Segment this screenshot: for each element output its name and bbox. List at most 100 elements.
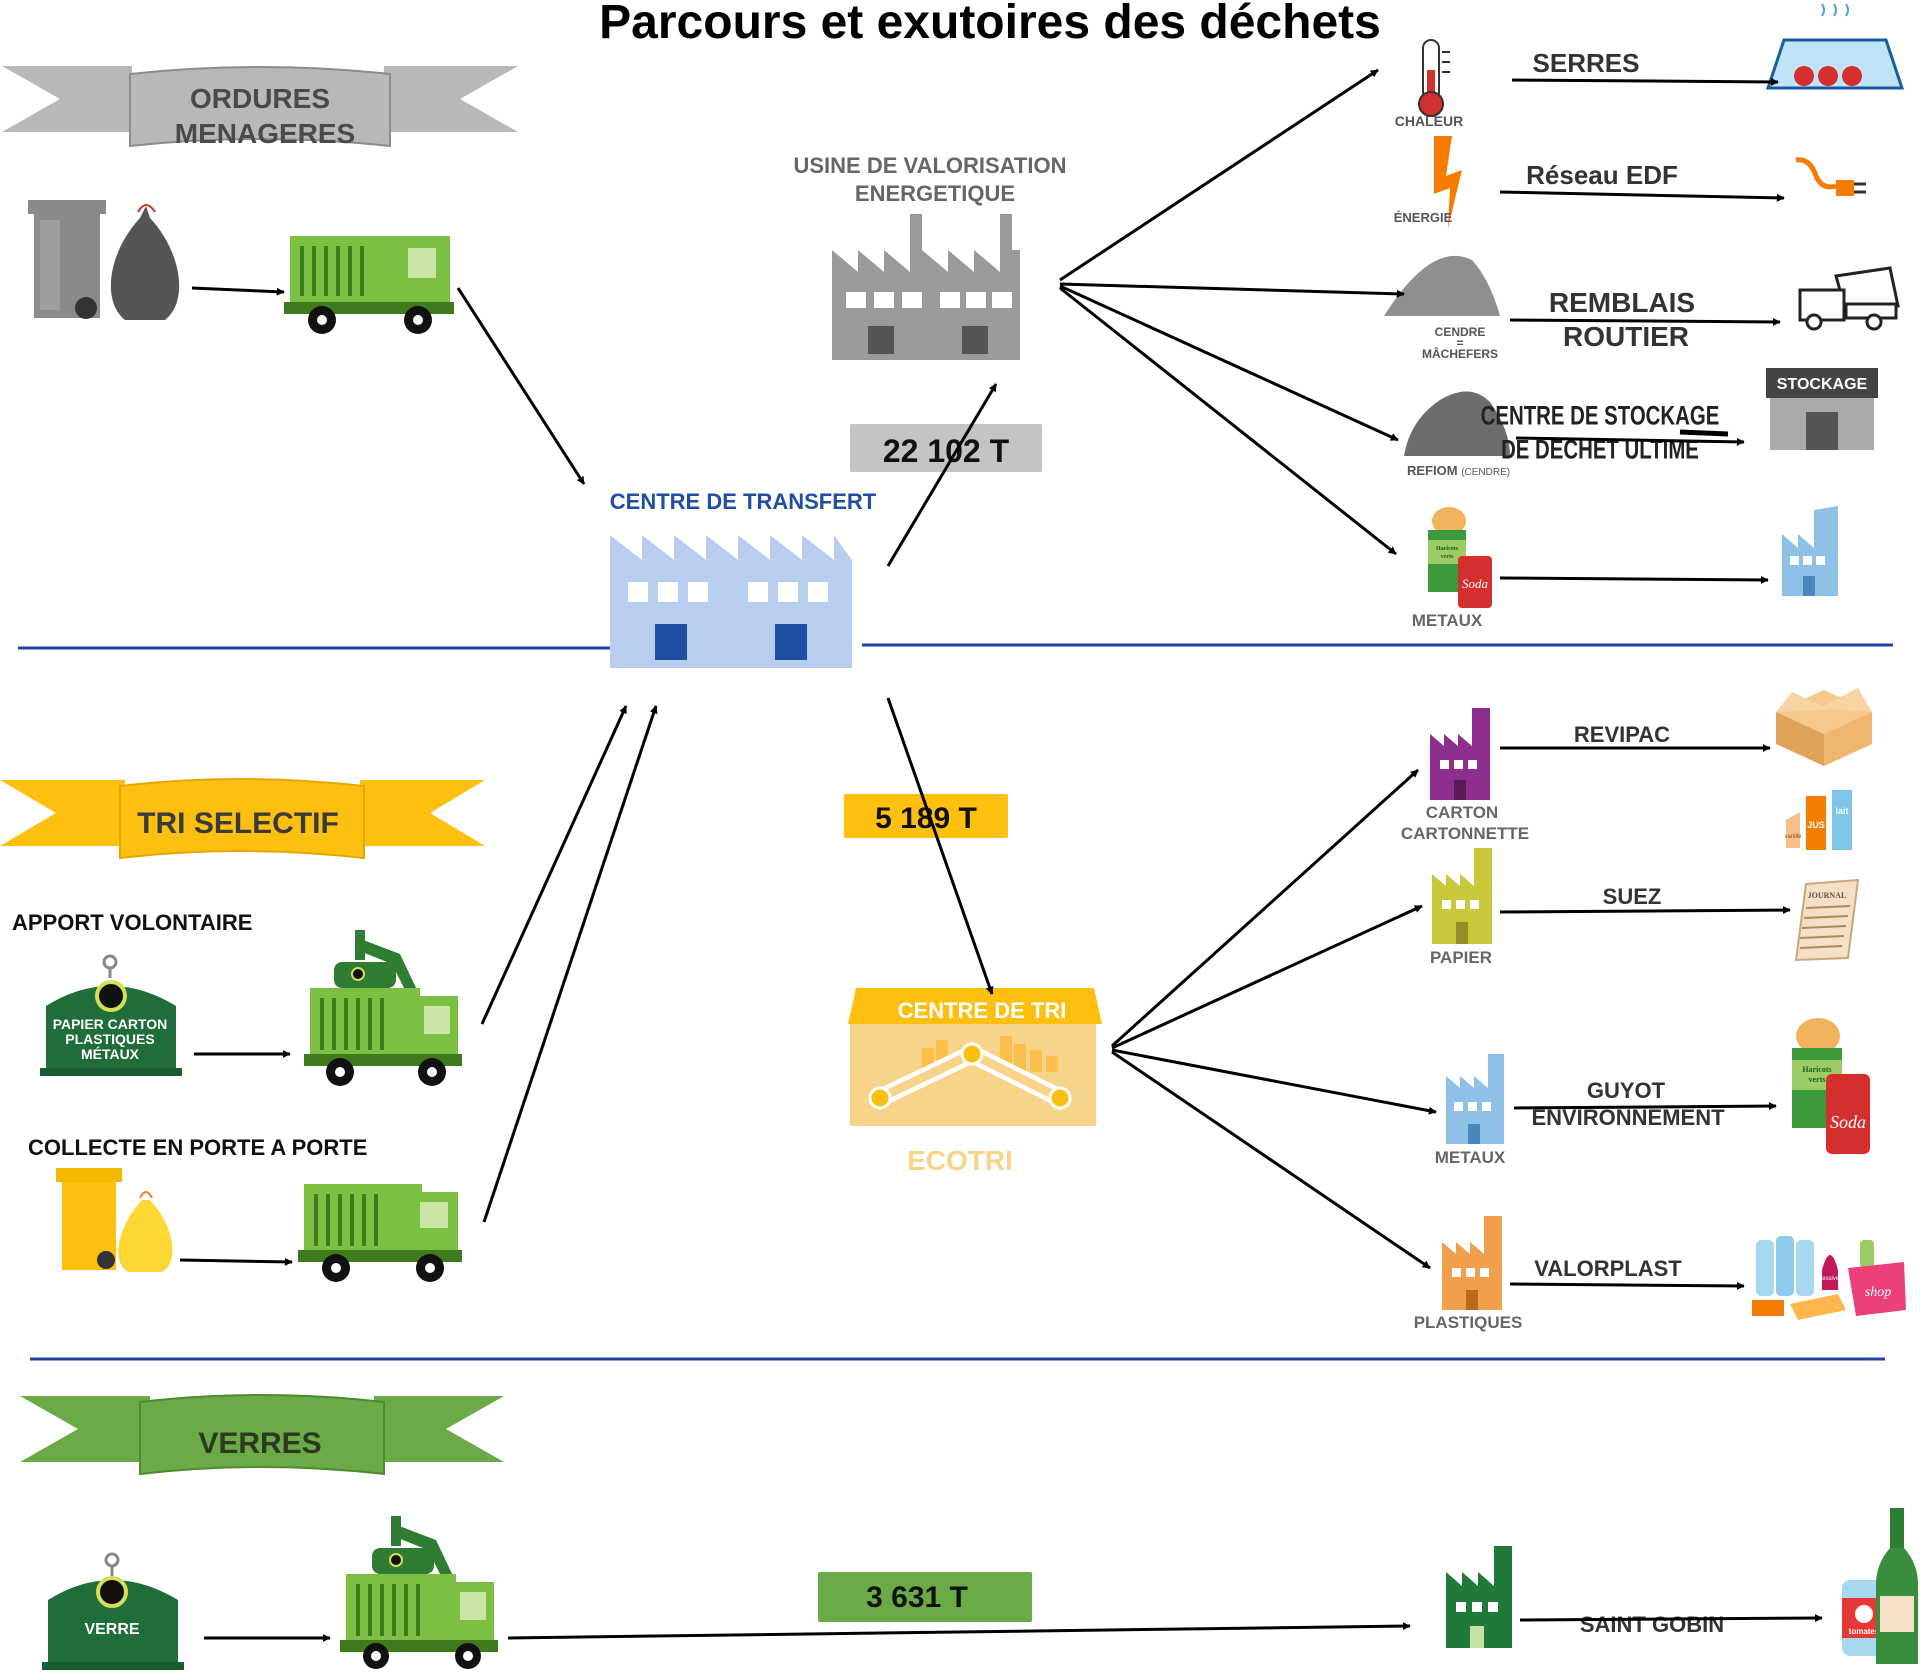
valorplast-label: VALORPLAST (1534, 1256, 1682, 1281)
grey-wheelie-bin-icon (28, 200, 106, 319)
centre-tri-building-icon: CENTRE DE TRI (848, 988, 1102, 1126)
saint-gobin-label: SAINT GOBIN (1580, 1612, 1724, 1637)
arrow-usine-to-refiom (1059, 284, 1399, 442)
arrow-verre-truck-to-factory (507, 1622, 1411, 1640)
soda-tri-label: Soda (1830, 1112, 1866, 1132)
banner-tri-selectif: TRI SELECTIF (0, 778, 485, 860)
cardboard-box-icon (1776, 688, 1872, 766)
ash-pile-icon (1384, 255, 1500, 316)
arrow-stockage-bold (1679, 429, 1729, 437)
crane-truck-tri-icon (304, 930, 462, 1086)
recycling-bin-apport-icon: PAPIER CARTON PLASTIQUES MÉTAUX (40, 954, 182, 1076)
metals-factory-icon (1782, 506, 1838, 596)
apport-bin-label-3: MÉTAUX (81, 1046, 140, 1062)
arrow-usine-to-metaux (1059, 286, 1397, 556)
plastic-items-icon: lessive shop (1752, 1236, 1906, 1320)
banner-verres-label: VERRES (198, 1427, 321, 1460)
haricots-label-2: verts (1441, 554, 1454, 560)
arrow-plastiques-to-valorplast (1509, 1281, 1745, 1290)
collection-truck-tri-icon (298, 1184, 462, 1282)
cendre-label-line2: = (1456, 336, 1463, 350)
suez-label: SUEZ (1603, 884, 1662, 909)
tomates-label: tomates (1849, 1627, 1880, 1636)
arrow-metaux-to-factory (1499, 575, 1769, 584)
banner-verres: VERRES (20, 1394, 504, 1476)
reseau-edf-label: Réseau EDF (1526, 160, 1678, 190)
banner-tri-selectif-label: TRI SELECTIF (137, 807, 339, 840)
crane-truck-verre-icon (340, 1516, 498, 1669)
remblais-label-line1: REMBLAIS (1549, 287, 1695, 318)
usine-label-line1: USINE DE VALORISATION (794, 153, 1067, 178)
metaux-energy-label: METAUX (1412, 611, 1483, 630)
yellow-trash-bag-icon (118, 1191, 173, 1272)
drink-cartons-icon: vanille JUS lait (1784, 790, 1852, 850)
apport-bin-label-2: PLASTIQUES (65, 1031, 154, 1047)
diagram-title: Parcours et exutoires des déchets (599, 0, 1381, 49)
usine-label-line2: ENERGETIQUE (855, 181, 1015, 206)
revipac-label: REVIPAC (1574, 722, 1670, 747)
lait-carton-label: lait (1835, 806, 1848, 816)
arrow-metaux-to-guyot (1513, 1102, 1777, 1111)
arrow-porte-bin-to-truck (179, 1257, 293, 1266)
arrow-energie-to-edf (1499, 190, 1785, 202)
carton-label-line1: CARTON (1426, 803, 1498, 822)
lightning-bolt-icon (1434, 136, 1462, 228)
vanille-carton-label: vanille (1784, 834, 1802, 840)
ecotri-label: ECOTRI (907, 1145, 1013, 1176)
dump-truck-icon (1798, 266, 1900, 331)
collecte-porte-label: COLLECTE EN PORTE A PORTE (28, 1135, 367, 1160)
newspaper-icon: JOURNAL (1794, 878, 1860, 962)
power-plug-icon (1795, 157, 1866, 196)
guyot-label-line2: ENVIRONNEMENT (1531, 1105, 1725, 1130)
chaleur-label: CHALEUR (1395, 113, 1463, 129)
haricots-label-1: Haricots (1436, 546, 1459, 552)
thermometer-icon (1418, 39, 1450, 117)
papier-factory-icon (1432, 848, 1492, 944)
papier-label: PAPIER (1430, 948, 1492, 967)
refiom-label-main: REFIOM (1407, 463, 1458, 478)
usine-valorisation-factory-icon (832, 214, 1020, 360)
arrow-tri-to-carton (1110, 768, 1420, 1048)
centre-transfert-label: CENTRE DE TRANSFERT (610, 489, 877, 514)
carton-label-line2: CARTONNETTE (1401, 824, 1529, 843)
arrow-transfert-to-usine (886, 383, 998, 567)
greenhouse-icon (1765, 3, 1905, 90)
carton-factory-icon (1430, 708, 1490, 800)
arrow-apport-truck-to-transfert (480, 705, 628, 1025)
tonnage-verres-value: 3 631 T (866, 1581, 968, 1614)
arrow-glass-factory-to-saint-gobin (1519, 1614, 1823, 1623)
metaux-tri-factory-icon (1446, 1054, 1504, 1144)
grey-trash-bag-icon (110, 204, 180, 320)
stockage-sign-label: STOCKAGE (1777, 376, 1868, 393)
arrow-usine-to-chaleur (1059, 68, 1379, 282)
metaux-tri-label: METAUX (1435, 1148, 1506, 1167)
stockage-ultime-line1: CENTRE DE STOCKAGE (1481, 401, 1720, 430)
glass-jar-bottle-icon: tomates (1842, 1508, 1918, 1664)
jus-carton-label: JUS (1807, 820, 1825, 830)
banner-ordures-menageres-line2: MENAGERES (175, 118, 355, 149)
guyot-label-line1: GUYOT (1587, 1078, 1666, 1103)
yellow-wheelie-bin-icon (56, 1168, 122, 1270)
metal-cans-tri-icon: Haricots verts Soda (1792, 1018, 1870, 1154)
journal-label: JOURNAL (1808, 891, 1847, 900)
banner-ordures-menageres: ORDURES MENAGERES (2, 66, 518, 149)
lessive-label: lessive (1821, 1276, 1840, 1282)
soda-can-label: Soda (1462, 576, 1489, 591)
arrow-transfert-to-tri (886, 697, 994, 995)
energie-label: ÉNERGIE (1394, 210, 1453, 225)
stockage-building-icon: STOCKAGE (1766, 368, 1878, 450)
arrow-bins-to-truck (191, 286, 285, 296)
serres-label: SERRES (1533, 48, 1640, 78)
metal-cans-icon: Haricots verts Soda (1428, 507, 1492, 608)
glass-bank-icon: VERRE (42, 1552, 184, 1670)
collection-truck-om-icon (284, 236, 454, 334)
verre-bin-label: VERRE (84, 1621, 139, 1638)
apport-volontaire-label: APPORT VOLONTAIRE (12, 910, 252, 935)
centre-tri-label: CENTRE DE TRI (898, 998, 1067, 1023)
tonnage-om-value: 22 102 T (883, 433, 1010, 469)
centre-transfert-building-icon (610, 535, 852, 668)
refiom-pile-icon (1404, 391, 1510, 456)
refiom-label-sub: (CENDRE) (1461, 467, 1510, 478)
plastiques-factory-icon (1442, 1216, 1502, 1310)
